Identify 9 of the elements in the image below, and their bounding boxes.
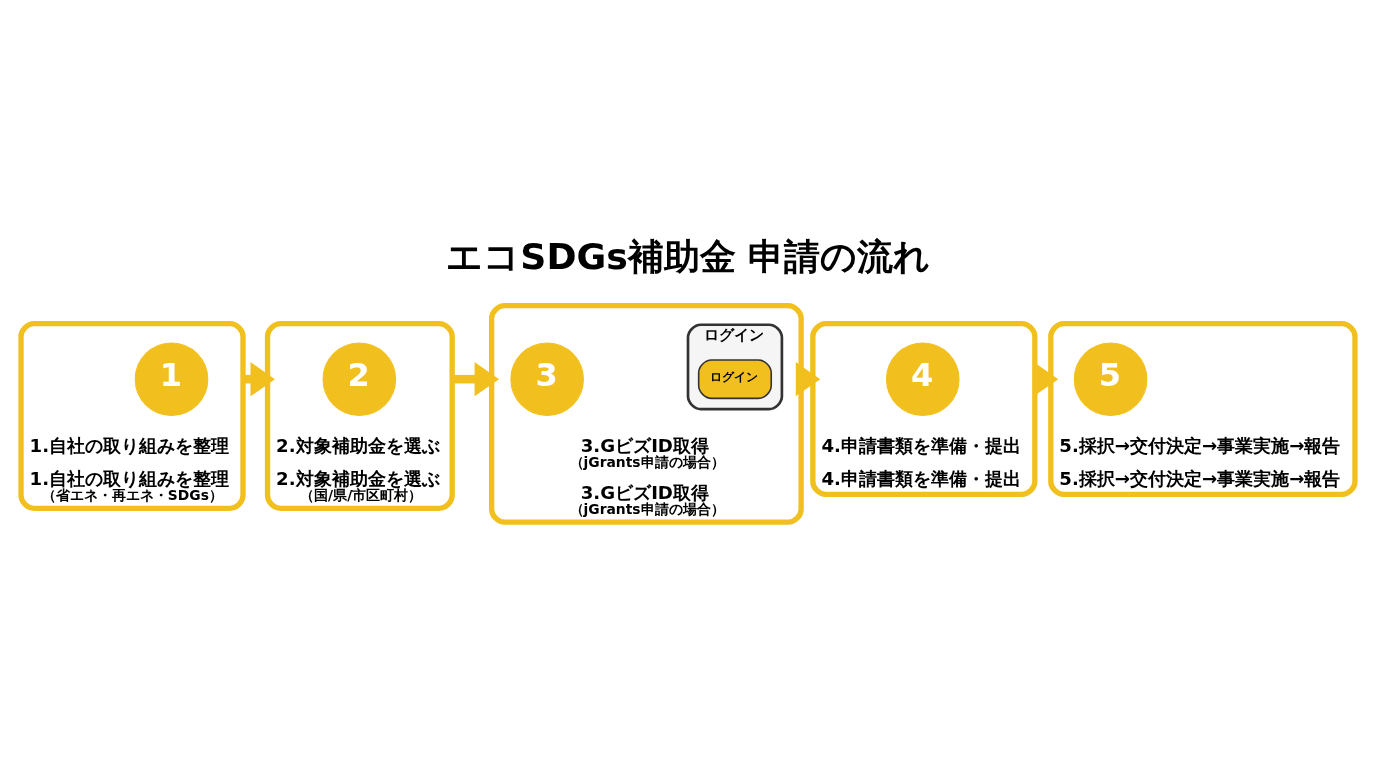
arrow (795, 362, 821, 397)
arrow (452, 362, 500, 397)
diagram-title: エコSDGs補助金 申請の流れ (446, 235, 931, 279)
node-circle: 2 (322, 342, 397, 416)
node-circle: 3 (510, 342, 584, 416)
node-box: ログイン (697, 359, 773, 400)
node-circle: 1 (134, 342, 209, 416)
node-circle: 4 (885, 342, 960, 416)
node-circle: 5 (1073, 342, 1148, 416)
